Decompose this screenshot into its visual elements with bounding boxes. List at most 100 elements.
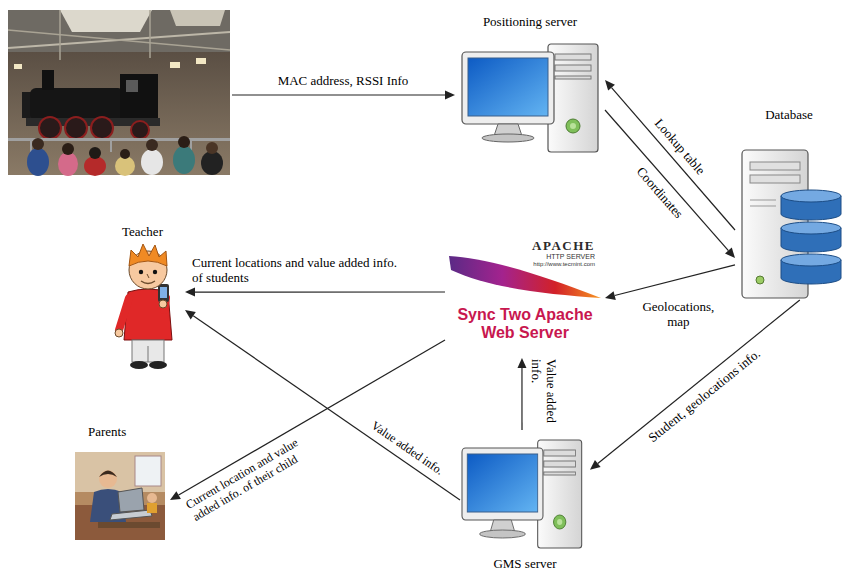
edge-label: Lookup table bbox=[648, 111, 712, 181]
edge-label: Student, geolocations info. bbox=[641, 343, 767, 449]
illustration-part bbox=[781, 190, 841, 202]
person-node: Teacher bbox=[100, 222, 185, 372]
computer-icon bbox=[462, 440, 582, 548]
illustration-part bbox=[42, 70, 54, 90]
illustration-part bbox=[196, 58, 206, 64]
node-caption: Positioning server bbox=[455, 14, 605, 30]
illustration-part bbox=[131, 121, 149, 139]
illustration-part bbox=[178, 136, 190, 148]
arrow-head bbox=[605, 80, 615, 91]
arrow-head bbox=[725, 248, 735, 258]
illustration-part bbox=[132, 340, 164, 362]
signal-label: MAC address, RSSI Info bbox=[258, 73, 428, 88]
illustration-part bbox=[206, 142, 218, 154]
illustration-part bbox=[118, 488, 144, 512]
illustration-part bbox=[170, 62, 180, 68]
illustration-part bbox=[232, 94, 445, 95]
illustration-part bbox=[135, 456, 161, 486]
connector-arrow bbox=[590, 300, 800, 470]
illustration-part bbox=[149, 10, 151, 58]
logo-url: http://www.tecmint.com bbox=[445, 261, 605, 268]
illustration-part bbox=[99, 470, 117, 488]
edge-label: Value added info. bbox=[529, 359, 559, 429]
edge-label: Current location and value added info. o… bbox=[183, 424, 327, 524]
illustration-part bbox=[60, 10, 152, 32]
connector-line bbox=[615, 265, 735, 296]
illustration-part bbox=[75, 452, 165, 492]
node-caption: GMS server bbox=[460, 556, 590, 572]
illustration-part bbox=[98, 522, 160, 528]
illustration-part bbox=[750, 175, 800, 183]
illustration-part bbox=[65, 117, 87, 139]
illustration-part bbox=[30, 88, 124, 120]
illustration-part bbox=[201, 151, 223, 175]
illustration-part bbox=[147, 493, 157, 503]
computer-icon bbox=[462, 44, 598, 152]
connector-line bbox=[612, 88, 735, 230]
illustration-part bbox=[126, 80, 138, 92]
edge-label: Current locations and value added info. … bbox=[192, 255, 404, 285]
arrow-head bbox=[185, 288, 195, 297]
illustration-part bbox=[160, 287, 167, 298]
arrow-head bbox=[605, 291, 616, 300]
teacher-figure bbox=[115, 244, 172, 369]
illustration-part bbox=[445, 91, 455, 100]
illustration-part bbox=[147, 503, 157, 513]
illustration-part bbox=[115, 329, 123, 337]
server-title: Sync Two Apache Web Server bbox=[445, 306, 605, 342]
connector-arrow bbox=[517, 358, 526, 430]
arrow-head bbox=[517, 358, 526, 368]
arrow-head bbox=[170, 491, 181, 500]
connector-arrow bbox=[605, 110, 735, 258]
node-caption: Database bbox=[735, 107, 843, 123]
illustration-part bbox=[58, 152, 78, 176]
museum-photo bbox=[8, 10, 230, 176]
connector-line bbox=[195, 291, 445, 292]
illustration-part bbox=[139, 270, 143, 274]
illustration-part bbox=[756, 276, 764, 284]
illustration-part bbox=[148, 346, 149, 362]
illustration-part bbox=[62, 143, 74, 155]
edge-label: Value added info. bbox=[364, 415, 450, 481]
illustration-part bbox=[130, 361, 148, 369]
illustration-part bbox=[750, 206, 776, 207]
illustration-part bbox=[8, 10, 230, 52]
leader-arrow bbox=[232, 91, 455, 100]
edge-label: Coordinates bbox=[628, 158, 692, 228]
logo-subtitle: HTTP SERVER bbox=[445, 253, 605, 261]
illustration-part bbox=[110, 510, 152, 520]
web-server-node: APACHEHTTP SERVERhttp://www.tecmint.comS… bbox=[445, 238, 605, 358]
logo-wordmark: APACHE bbox=[445, 239, 605, 253]
connector-arrow bbox=[185, 310, 460, 500]
illustration-part bbox=[14, 64, 22, 69]
illustration-part bbox=[110, 138, 112, 152]
illustration-part bbox=[129, 244, 167, 266]
person-node: Parents bbox=[70, 422, 170, 544]
illustration-part bbox=[8, 30, 230, 50]
illustration-part bbox=[141, 281, 155, 284]
connector-line bbox=[605, 110, 728, 251]
database-icon bbox=[742, 150, 841, 298]
illustration-part bbox=[59, 10, 61, 60]
illustration-part bbox=[99, 471, 117, 478]
illustration-part bbox=[158, 284, 169, 302]
illustration-part bbox=[89, 147, 101, 159]
illustration-part bbox=[39, 117, 61, 139]
connector-arrow bbox=[185, 288, 445, 297]
illustration-part bbox=[75, 452, 165, 540]
illustration-part bbox=[8, 10, 230, 175]
illustration-part bbox=[149, 361, 167, 369]
server-node: GMS server bbox=[460, 430, 590, 574]
illustration-part bbox=[170, 10, 225, 26]
illustration-part bbox=[141, 149, 163, 175]
illustration-part bbox=[750, 162, 800, 170]
illustration-part bbox=[159, 300, 167, 308]
illustration-part bbox=[173, 146, 195, 174]
connector-arrow bbox=[605, 80, 735, 230]
illustration-part bbox=[119, 298, 129, 330]
arrow-head bbox=[590, 460, 601, 470]
edge-label: Geolocations, map bbox=[638, 299, 718, 329]
